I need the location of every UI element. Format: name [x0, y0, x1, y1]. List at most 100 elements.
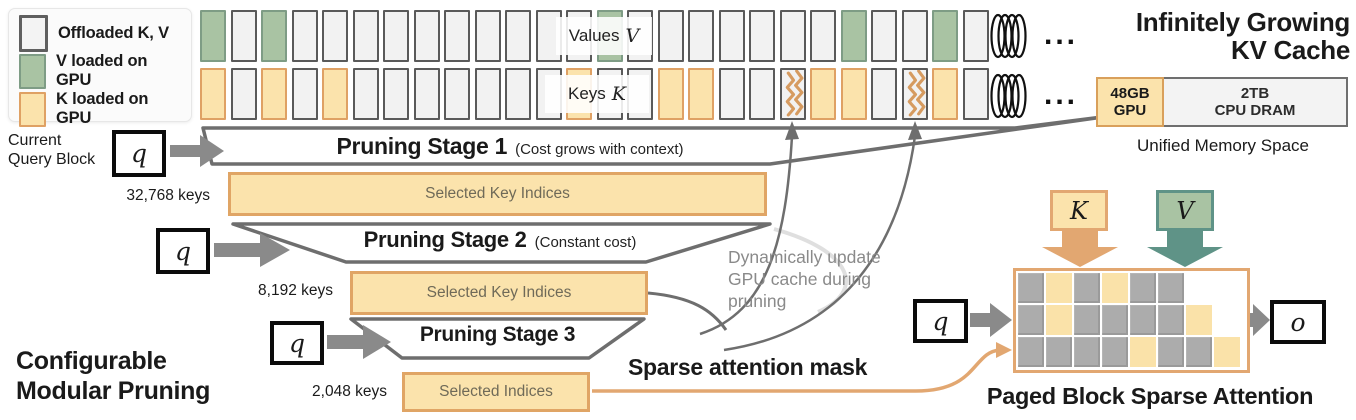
key-cell-updating — [779, 68, 806, 120]
legend-item-v-loaded: V loaded on GPU — [19, 52, 181, 90]
key-cell-offloaded — [474, 68, 501, 120]
q-symbol: q — [288, 328, 305, 358]
value-cell-loaded — [200, 10, 226, 62]
mask-cell-selected — [1102, 273, 1128, 303]
key-cell-offloaded — [871, 68, 897, 120]
mask-cell-selected — [1046, 273, 1072, 303]
v-arrow — [1147, 229, 1223, 267]
mask-cell-empty — [1214, 273, 1240, 303]
value-cell-offloaded — [444, 10, 470, 62]
values-symbol: V — [625, 25, 640, 47]
q-symbol: q — [174, 236, 191, 266]
value-cell-offloaded — [657, 10, 684, 62]
stage2-title-group: Pruning Stage 2 (Constant cost) — [275, 227, 725, 253]
arrow-q4-to-mask — [970, 303, 1012, 337]
mask-cell-gray — [1018, 273, 1044, 303]
mask-cell-gray — [1186, 337, 1212, 367]
mask-cell-gray — [1158, 337, 1184, 367]
arrow-mask-to-o — [1250, 304, 1270, 336]
config-title-line2: Modular Pruning — [16, 377, 211, 405]
attention-mask-box — [1013, 268, 1250, 373]
stage1-selected-label: Selected Key Indices — [425, 185, 570, 202]
stage2-selected-label: Selected Key Indices — [426, 284, 572, 301]
value-cell-offloaded — [383, 10, 409, 62]
value-cell-offloaded — [749, 10, 775, 62]
stage2-key-count: 8,192 keys — [258, 282, 333, 299]
value-cell-offloaded — [718, 10, 745, 62]
current-query-line1: Current — [8, 132, 62, 149]
value-cell-loaded — [840, 10, 867, 62]
legend-label: V loaded on GPU — [56, 52, 148, 89]
dynamic-update-note: Dynamically update GPU cache during prun… — [728, 246, 948, 312]
value-cell-offloaded — [474, 10, 501, 62]
mask-cell-gray — [1130, 273, 1156, 303]
gpu-size: 48GB — [1110, 85, 1150, 102]
key-cell-offloaded — [749, 68, 775, 120]
key-cell-offloaded — [230, 68, 257, 120]
key-cell-offloaded — [383, 68, 409, 120]
k-input-box: K — [1050, 190, 1108, 231]
stage1-title-group: Pruning Stage 1 (Cost grows with context… — [250, 133, 770, 160]
title-line1: Infinitely Growing — [1135, 7, 1350, 37]
sparse-attention-mask-label: Sparse attention mask — [628, 354, 868, 380]
sparse-mask-line — [592, 348, 1001, 393]
legend-panel: Offloaded K, V V loaded on GPU K loaded … — [8, 8, 192, 127]
value-cell-offloaded — [962, 10, 989, 62]
unified-memory-bar: 48GB GPU 2TB CPU DRAM — [1096, 77, 1348, 127]
mask-cell-gray — [1102, 305, 1128, 335]
stage3-key-count: 2,048 keys — [312, 383, 387, 400]
query-box-stage2: q — [156, 228, 210, 274]
value-cell-loaded — [261, 10, 287, 62]
mask-cell-gray — [1158, 305, 1184, 335]
sparse-mask-arrowhead — [996, 342, 1012, 358]
keys-text: Keys — [568, 84, 606, 103]
mask-cell-selected — [1214, 337, 1240, 367]
value-cell-offloaded — [688, 10, 714, 62]
key-cell-loaded — [810, 68, 836, 120]
dynamic-note-line1: Dynamically update — [728, 247, 881, 267]
stage1-title: Pruning Stage 1 — [336, 133, 508, 159]
key-cell-offloaded — [962, 68, 989, 120]
gpu-label: GPU — [1113, 102, 1147, 119]
stage2-title: Pruning Stage 2 — [363, 227, 527, 252]
key-cell-loaded — [322, 68, 348, 120]
coil-values — [990, 13, 1027, 59]
mask-cell-gray — [1018, 305, 1044, 335]
q-symbol: q — [932, 306, 949, 336]
key-cell-updating — [901, 68, 928, 120]
key-cell-loaded — [657, 68, 684, 120]
values-ellipsis: ... — [1044, 18, 1079, 51]
arrow-update-cache-2 — [723, 135, 917, 352]
mask-cell-gray — [1074, 305, 1100, 335]
mask-cell-gray — [1018, 337, 1044, 367]
k-symbol: K — [1070, 196, 1088, 225]
legend-label: K loaded on GPU — [56, 90, 149, 127]
k-arrow — [1042, 229, 1118, 267]
legend-label: Offloaded K, V — [58, 24, 169, 42]
mask-cell-empty — [1214, 305, 1240, 335]
query-box-attention: q — [913, 299, 968, 343]
key-cell-loaded — [261, 68, 287, 120]
stage3-selected-box: Selected Indices — [402, 372, 590, 412]
dram-size: 2TB — [1240, 85, 1270, 102]
stage1-key-count: 32,768 keys — [126, 187, 210, 204]
stage3-title: Pruning Stage 3 — [419, 323, 576, 346]
funnel-stage2 — [231, 222, 772, 264]
key-cell-offloaded — [505, 68, 531, 120]
value-cell-loaded — [932, 10, 958, 62]
config-title-line1: Configurable — [16, 347, 167, 375]
stage3-title-group: Pruning Stage 3 — [351, 323, 644, 347]
connector-selected2 — [647, 291, 728, 331]
key-cell-loaded — [200, 68, 226, 120]
arrow-q3-to-stage3 — [327, 325, 391, 359]
q-symbol: q — [130, 139, 147, 168]
stage1-selected-box: Selected Key Indices — [228, 172, 767, 216]
legend-item-offloaded: Offloaded K, V — [19, 15, 181, 52]
query-box-stage1: q — [112, 130, 166, 177]
value-cell-offloaded — [505, 10, 531, 62]
keys-symbol: K — [611, 83, 626, 105]
mask-cell-gray — [1102, 337, 1128, 367]
unified-memory-caption: Unified Memory Space — [1137, 136, 1309, 155]
key-cell-offloaded — [291, 68, 318, 120]
